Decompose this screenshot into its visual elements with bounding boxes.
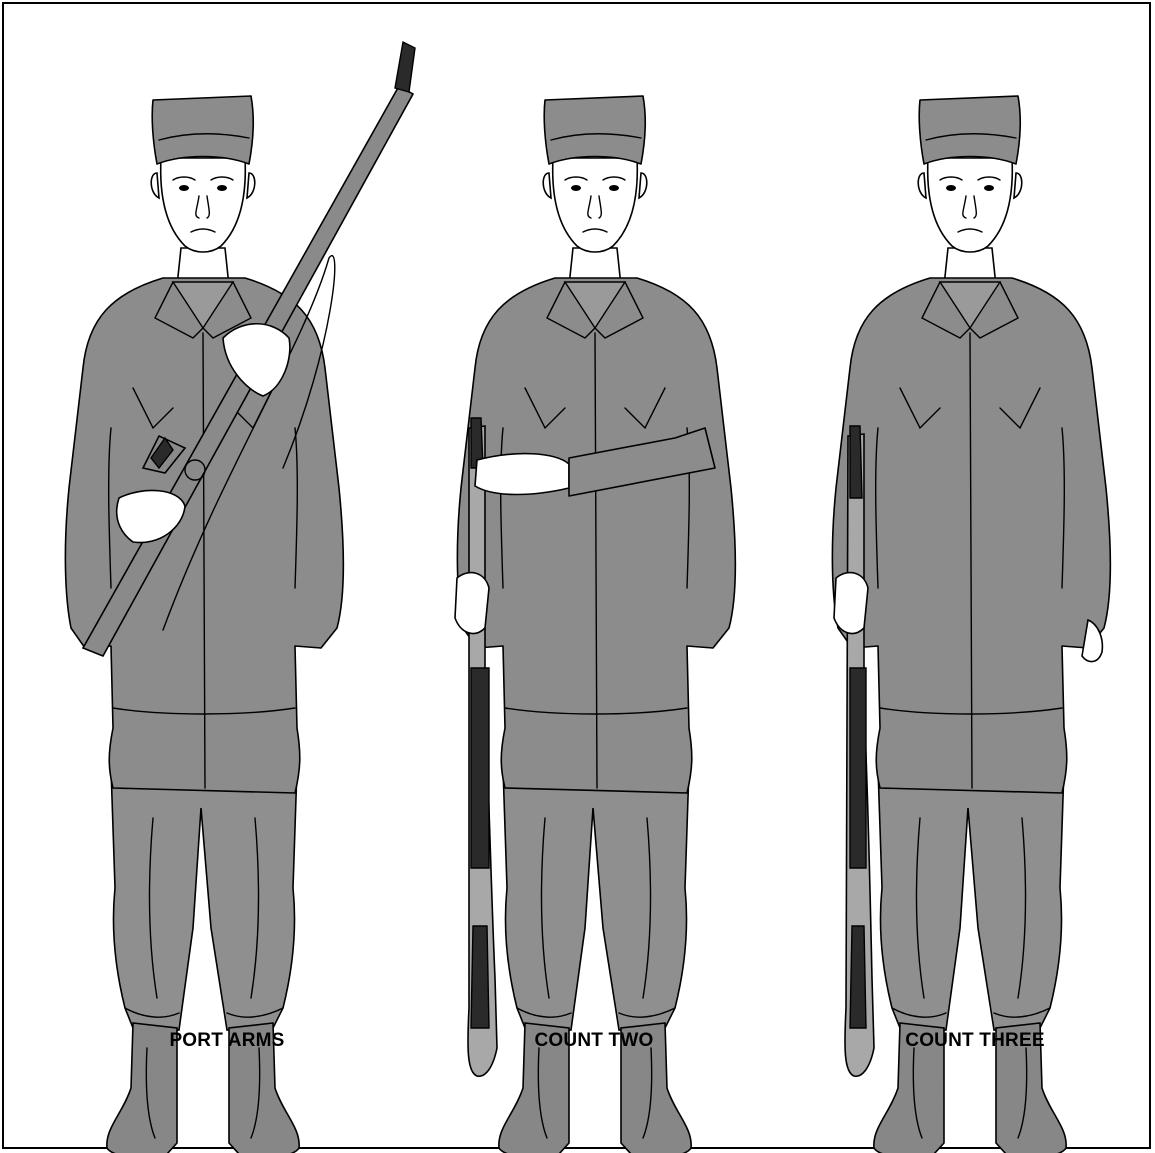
caption-count-three: COUNT THREE — [825, 1030, 1125, 1052]
right-hand — [834, 573, 868, 634]
caption-port-arms: PORT ARMS — [77, 1030, 377, 1052]
soldier-port-arms — [65, 42, 415, 1153]
soldier-count-two — [455, 96, 735, 1153]
caption-count-two: COUNT TWO — [444, 1030, 744, 1052]
soldier-count-three — [832, 96, 1110, 1153]
right-hand — [455, 573, 489, 634]
left-hand — [475, 454, 569, 495]
